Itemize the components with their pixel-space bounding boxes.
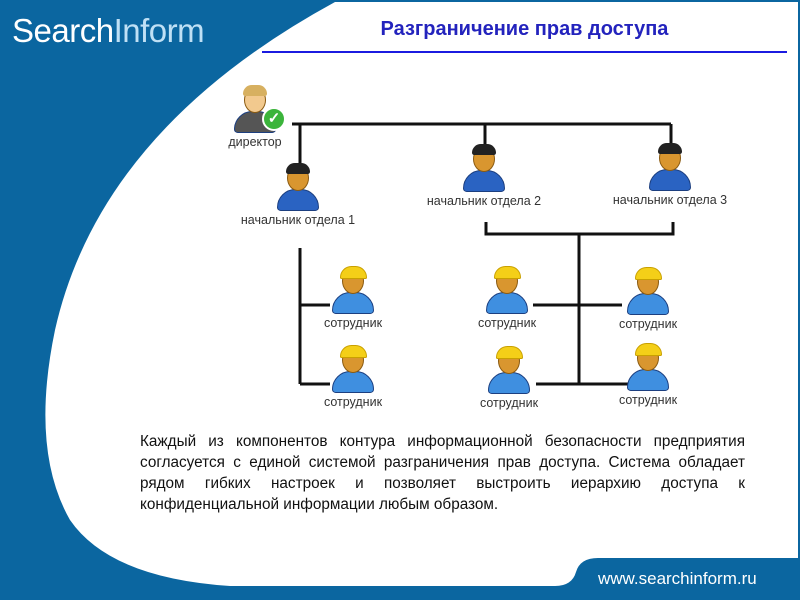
slide-title: Разграничение прав доступа	[380, 18, 669, 40]
manager-label: начальник отдела 1	[240, 213, 356, 227]
manager-node-2: начальник отдела 2	[424, 144, 544, 208]
employee-icon	[625, 267, 671, 315]
employee-label: сотрудник	[618, 393, 678, 407]
manager-label: начальник отдела 2	[426, 194, 542, 208]
employee-label: сотрудник	[323, 395, 383, 409]
employee-node: сотрудник	[293, 266, 413, 330]
employee-icon	[330, 345, 376, 393]
employee-label: сотрудник	[618, 317, 678, 331]
checkmark-icon: ✓	[262, 107, 286, 131]
employee-icon	[486, 346, 532, 394]
employee-label: сотрудник	[323, 316, 383, 330]
director-label: директор	[228, 135, 282, 149]
employee-node: сотрудник	[449, 346, 569, 410]
employee-label: сотрудник	[479, 396, 539, 410]
manager-icon	[275, 163, 321, 211]
director-node: ✓ директор	[195, 85, 315, 149]
website-link[interactable]: www.searchinform.ru	[598, 569, 757, 588]
manager-node-1: начальник отдела 1	[238, 163, 358, 227]
employee-node: сотрудник	[588, 267, 708, 331]
employee-node: сотрудник	[588, 343, 708, 407]
manager-icon	[461, 144, 507, 192]
employee-node: сотрудник	[293, 345, 413, 409]
employee-label: сотрудник	[477, 316, 537, 330]
title-underline	[262, 51, 787, 53]
employee-node: сотрудник	[447, 266, 567, 330]
manager-icon	[647, 143, 693, 191]
manager-label: начальник отдела 3	[612, 193, 728, 207]
director-icon: ✓	[232, 85, 286, 133]
manager-node-3: начальник отдела 3	[610, 143, 730, 207]
employee-icon	[484, 266, 530, 314]
employee-icon	[625, 343, 671, 391]
description-text: Каждый из компонентов контура информацио…	[140, 433, 745, 513]
searchinform-logo: SearchInform	[12, 12, 205, 49]
employee-icon	[330, 266, 376, 314]
